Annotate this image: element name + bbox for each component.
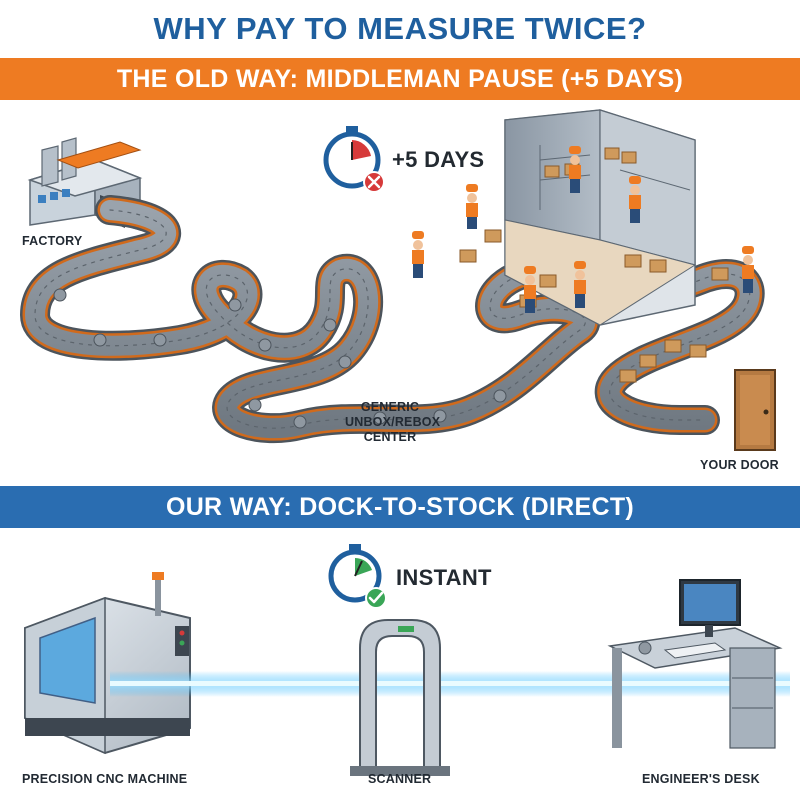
new-way-illustration [24,544,790,776]
scanner-arch-icon [350,619,450,776]
new-way-scene: INSTANT PRECISION CNC MACHINE SCANNER EN… [0,528,800,800]
new-timer-label: INSTANT [396,565,492,590]
door-label: YOUR DOOR [700,458,779,472]
box-icon [459,147,729,383]
check-badge-icon [365,587,387,609]
cnc-machine-icon [24,572,191,755]
old-way-banner: THE OLD WAY: MIDDLEMAN PAUSE (+5 DAYS) [0,58,800,100]
x-badge-icon [363,171,385,193]
center-label: GENERIC UNBOX/REBOX CENTER [345,400,441,445]
factory-icon [27,137,143,232]
center-label-line: CENTER [363,430,417,444]
worker-icon [412,146,754,313]
page-title: WHY PAY TO MEASURE TWICE? [153,11,647,46]
factory-label: FACTORY [22,234,83,248]
laser-beam [110,671,790,697]
stopwatch-icon [328,544,382,603]
new-way-banner: OUR WAY: DOCK-TO-STOCK (DIRECT) [0,486,800,528]
old-timer-label: +5 DAYS [392,147,485,172]
scanner-label: SCANNER [368,772,432,786]
desk-computer-icon [607,579,783,749]
center-label-line: UNBOX/REBOX [345,415,441,429]
old-way-scene: +5 DAYS FACTORY GENERIC UNBOX/REBOX CENT… [0,100,800,486]
door-icon [734,369,776,451]
center-label-line: GENERIC [360,400,420,414]
cnc-label: PRECISION CNC MACHINE [22,772,188,786]
desk-label: ENGINEER'S DESK [642,772,760,786]
old-way-illustration [20,109,776,451]
gear-parts [53,288,507,429]
stopwatch-icon [323,126,381,189]
